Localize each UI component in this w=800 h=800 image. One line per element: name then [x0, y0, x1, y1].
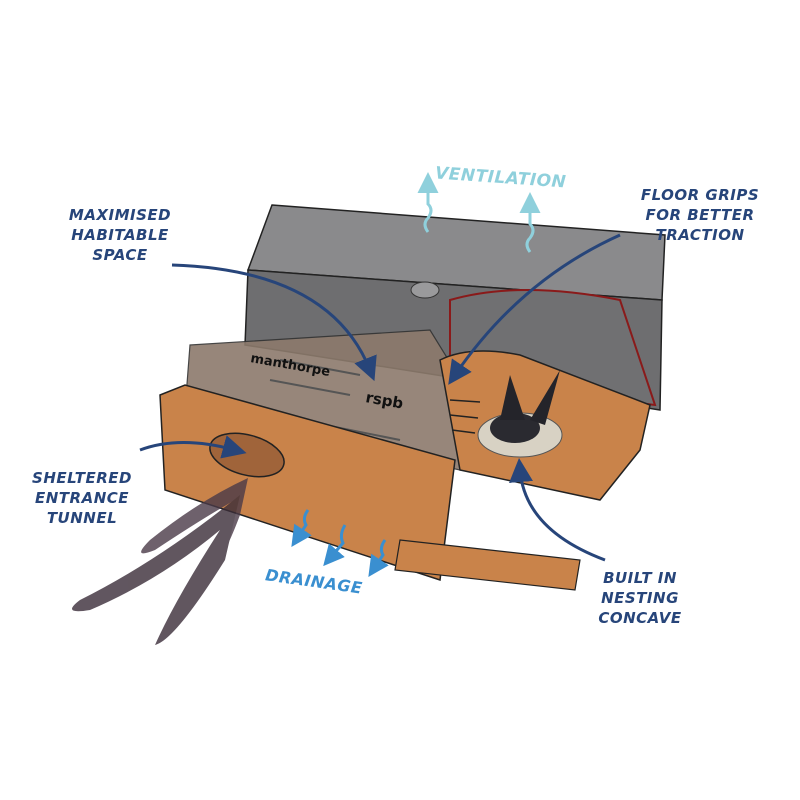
label-line: TRACTION	[655, 226, 745, 244]
label-line: MAXIMISED	[68, 206, 172, 224]
label-line: NESTING	[601, 589, 679, 607]
floor-grips-label: FLOOR GRIPS FOR BETTER TRACTION	[625, 185, 775, 245]
nesting-floor	[439, 350, 651, 501]
label-line: TUNNEL	[46, 509, 118, 527]
label-line: HABITABLE	[71, 226, 169, 244]
entrance-tunnel-label: SHELTERED ENTRANCE TUNNEL	[22, 468, 142, 528]
nesting-concave-label: BUILT IN NESTING CONCAVE	[580, 568, 700, 628]
label-line: BUILT IN	[603, 569, 677, 587]
label-line: SPACE	[92, 246, 148, 264]
label-line: FLOOR GRIPS	[640, 186, 760, 204]
label-line: ENTRANCE	[35, 489, 129, 507]
swift-chick	[490, 413, 540, 443]
habitable-space-label: MAXIMISED HABITABLE SPACE	[55, 205, 185, 265]
front-entrance-panel	[159, 384, 581, 591]
label-line: FOR BETTER	[645, 206, 755, 224]
flying-swift	[72, 478, 248, 645]
label-line: CONCAVE	[598, 609, 682, 627]
label-line: SHELTERED	[32, 469, 132, 487]
